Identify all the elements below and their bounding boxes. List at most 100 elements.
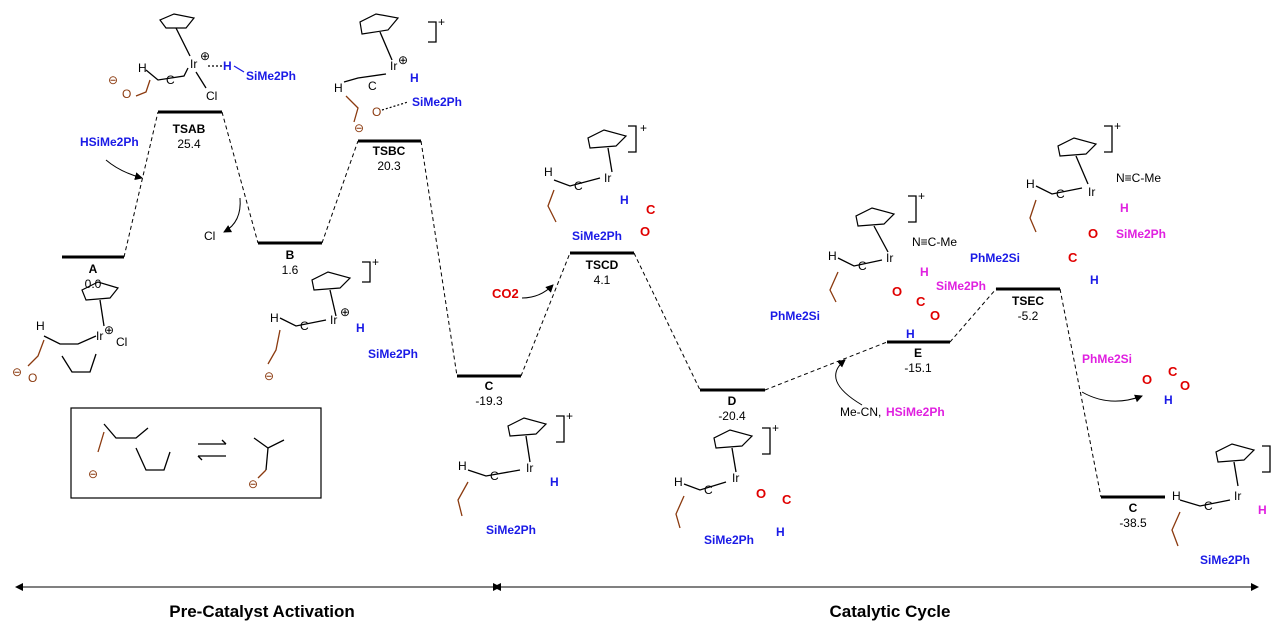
reagent-co2: CO2 — [492, 286, 519, 301]
svg-text:H: H — [620, 193, 629, 207]
structure-TSAB: Ir ⊕ H SiMe2Ph Cl H C ⊖ O — [108, 13, 296, 103]
svg-text:C: C — [1168, 364, 1178, 379]
svg-text:⊕: ⊕ — [104, 323, 114, 337]
svg-text:SiMe2Ph: SiMe2Ph — [412, 95, 462, 109]
svg-text:O: O — [756, 486, 766, 501]
svg-text:H: H — [550, 475, 559, 489]
svg-text:C: C — [574, 179, 583, 193]
svg-text:PhMe2Si: PhMe2Si — [970, 251, 1020, 265]
svg-text:H: H — [334, 81, 343, 95]
svg-text:⊕: ⊕ — [200, 49, 210, 63]
energy-C2: -38.5 — [1119, 516, 1147, 530]
svg-text:SiMe2Ph: SiMe2Ph — [1116, 227, 1166, 241]
label-D: D — [728, 394, 737, 408]
structure-B: Ir ⊕ + H SiMe2Ph H C ⊖ — [264, 255, 418, 383]
svg-text:+: + — [1114, 119, 1121, 133]
product-silylformate: PhMe2Si — [1082, 352, 1132, 366]
svg-text:C: C — [646, 202, 656, 217]
svg-text:H: H — [410, 71, 419, 85]
footer-catalytic-cycle: Catalytic Cycle — [830, 602, 951, 621]
reagent-hsime2ph-1: HSiMe2Ph — [80, 135, 139, 149]
svg-text:Ir: Ir — [1234, 489, 1241, 503]
svg-text:N≡C-Me: N≡C-Me — [1116, 171, 1161, 185]
svg-text:+: + — [640, 121, 647, 135]
svg-text:C: C — [490, 469, 499, 483]
label-TSCD: TSCD — [586, 258, 619, 272]
connector-E-TSEC — [949, 288, 997, 343]
energy-TSEC: -5.2 — [1018, 309, 1039, 323]
energy-D: -20.4 — [718, 409, 746, 423]
svg-text:PhMe2Si: PhMe2Si — [770, 309, 820, 323]
svg-text:Cl: Cl — [206, 89, 217, 103]
svg-text:O: O — [1142, 372, 1152, 387]
reagent-hsime2ph-2: HSiMe2Ph — [886, 405, 945, 419]
svg-text:+: + — [566, 409, 573, 423]
svg-text:O: O — [1088, 226, 1098, 241]
svg-text:H: H — [776, 525, 785, 539]
svg-text:N≡C-Me: N≡C-Me — [912, 235, 957, 249]
svg-text:⊖: ⊖ — [248, 477, 258, 491]
arrow-mecn-in — [835, 359, 863, 406]
label-TSAB: TSAB — [173, 122, 206, 136]
arrow-hsime2ph-in — [105, 159, 143, 181]
svg-text:C: C — [916, 294, 926, 309]
svg-text:⊖: ⊖ — [354, 121, 364, 135]
label-B: B — [286, 248, 295, 262]
svg-text:H: H — [458, 459, 467, 473]
svg-text:H: H — [1164, 393, 1173, 407]
label-TSBC: TSBC — [373, 144, 406, 158]
svg-text:C: C — [368, 79, 377, 93]
connector-TSEC-C — [1059, 288, 1102, 498]
structure-C-hydride: Ir + H H C SiMe2Ph — [457, 409, 573, 537]
svg-text:Cl: Cl — [116, 335, 127, 349]
energy-TSBC: 20.3 — [377, 159, 401, 173]
svg-text:H: H — [828, 249, 837, 263]
arrow-cl-out — [223, 197, 241, 233]
svg-text:⊖: ⊖ — [264, 369, 274, 383]
svg-text:H: H — [1090, 273, 1099, 287]
svg-text:O: O — [372, 105, 381, 119]
energy-B: 1.6 — [282, 263, 299, 277]
svg-text:C: C — [166, 73, 175, 87]
svg-text:C: C — [704, 483, 713, 497]
svg-text:+: + — [772, 421, 779, 435]
svg-text:H: H — [674, 475, 683, 489]
svg-text:H: H — [920, 265, 929, 279]
structure-D: Ir + O C H H C SiMe2Ph — [674, 421, 792, 547]
svg-text:H: H — [1172, 489, 1181, 503]
connector-C-TSCD — [520, 252, 571, 377]
svg-text:C: C — [782, 492, 792, 507]
svg-text:Ir: Ir — [96, 329, 103, 343]
svg-text:H: H — [270, 311, 279, 325]
svg-text:Ir: Ir — [732, 471, 739, 485]
svg-text:⊖: ⊖ — [88, 467, 98, 481]
svg-text:O: O — [28, 371, 37, 385]
structure-E: Ir + N≡C-Me H SiMe2Ph O C O H H C PhMe2S… — [770, 189, 986, 341]
svg-text:H: H — [1258, 503, 1267, 517]
svg-text:⊖: ⊖ — [108, 73, 118, 87]
svg-text:Ir: Ir — [330, 313, 337, 327]
svg-text:H: H — [138, 61, 147, 75]
svg-text:⊕: ⊕ — [340, 305, 350, 319]
svg-text:SiMe2Ph: SiMe2Ph — [936, 279, 986, 293]
svg-text:Ir: Ir — [886, 251, 893, 265]
svg-text:Ir: Ir — [1088, 185, 1095, 199]
svg-text:H: H — [356, 321, 365, 335]
svg-text:Ir: Ir — [190, 57, 197, 71]
inset-arrows: ⊖ ⊖ — [88, 423, 285, 491]
svg-text:O: O — [930, 308, 940, 323]
connector-A-TSAB — [123, 111, 159, 258]
svg-text:C: C — [1056, 187, 1065, 201]
svg-text:Ir: Ir — [526, 461, 533, 475]
label-C1: C — [485, 379, 494, 393]
svg-text:Ir: Ir — [390, 59, 397, 73]
svg-text:SiMe2Ph: SiMe2Ph — [246, 69, 296, 83]
label-TSEC: TSEC — [1012, 294, 1044, 308]
svg-text:C: C — [300, 319, 309, 333]
svg-text:SiMe2Ph: SiMe2Ph — [1200, 553, 1250, 567]
svg-text:O: O — [892, 284, 902, 299]
connector-D-E — [764, 341, 888, 391]
svg-text:C: C — [1068, 250, 1078, 265]
svg-text:O: O — [122, 87, 131, 101]
